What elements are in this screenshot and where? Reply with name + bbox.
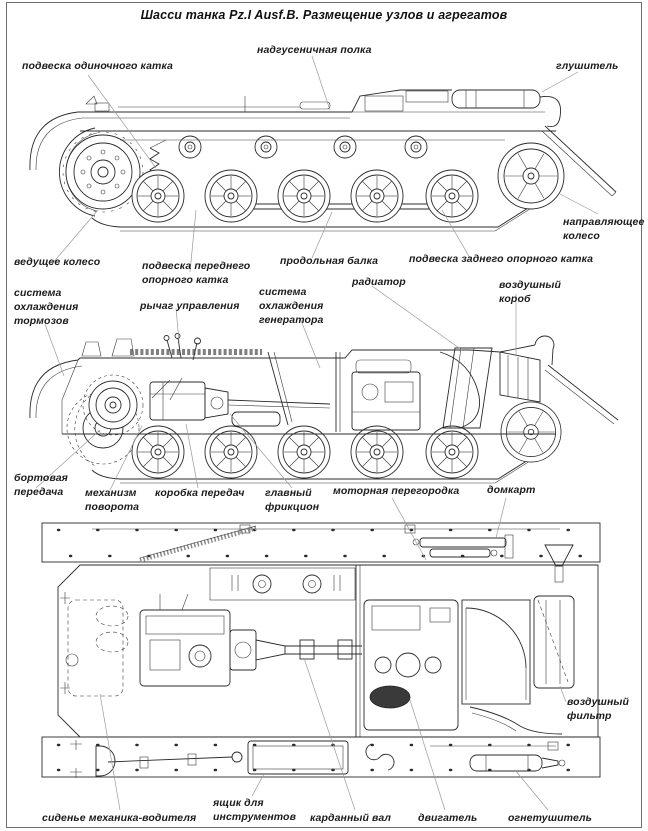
page-title: Шасси танка Pz.I Ausf.B. Размещение узло…: [140, 8, 508, 22]
label-cardan-shaft: карданный вал: [310, 812, 392, 824]
label-turning-mechanism: механизм поворота: [85, 487, 140, 513]
label-control-lever: рычаг управления: [140, 300, 240, 312]
plan-view: [41, 522, 601, 778]
label-air-filter: воздушный фильтр: [567, 696, 630, 722]
side-view-exterior: [29, 89, 617, 232]
label-generator-cooling-system: система охлаждения генератора: [259, 286, 324, 326]
label-fire-extinguisher: огнетушитель: [508, 812, 592, 824]
label-front-roadwheel-suspension: подвеска переднего опорного катка: [142, 260, 251, 286]
label-gearbox: коробка передач: [155, 487, 245, 499]
label-radiator: радиатор: [352, 276, 406, 288]
label-single-roadwheel-suspension: подвеска одиночного катка: [22, 60, 173, 72]
label-brake-cooling-system: система охлаждения тормозов: [14, 287, 79, 327]
label-engine: двигатель: [418, 812, 478, 824]
label-main-clutch: главный фрикцион: [265, 487, 320, 513]
leader-lines: [35, 55, 599, 811]
label-engine-bulkhead: моторная перегородка: [333, 485, 460, 497]
side-view-cutaway: [29, 333, 619, 484]
label-driver-seat: сиденье механика-водителя: [42, 812, 197, 824]
label-air-box: воздушный короб: [499, 279, 562, 305]
label-longitudinal-beam: продольная балка: [280, 255, 379, 267]
label-tool-box: ящик для инструментов: [213, 797, 297, 823]
label-idler-wheel: направляющее колесо: [563, 216, 645, 242]
label-rear-roadwheel-suspension: подвеска заднего опорного катка: [409, 253, 594, 265]
label-muffler: глушитель: [556, 60, 619, 72]
label-drive-wheel: ведущее колесо: [14, 256, 101, 268]
label-final-drive: бортовая передача: [14, 472, 68, 498]
label-jack: домкарт: [487, 484, 536, 496]
label-track-shelf: надгусеничная полка: [257, 44, 372, 56]
